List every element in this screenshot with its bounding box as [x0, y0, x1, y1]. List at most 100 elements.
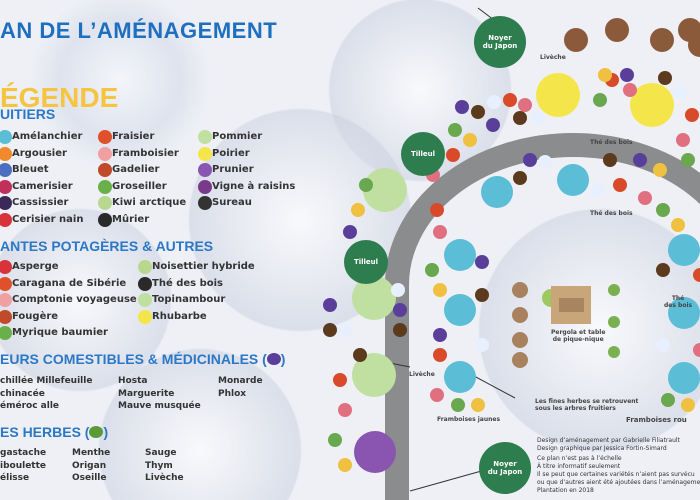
legend-item: élisse	[0, 473, 30, 483]
apple-tree	[352, 276, 396, 320]
small-plant	[451, 398, 465, 412]
small-plant	[658, 71, 672, 85]
potageres-item-icon	[138, 260, 152, 274]
legend-item: iboulette	[0, 460, 47, 471]
small-plant	[338, 323, 352, 337]
label-framboises-rouges: Framboises rou	[626, 416, 687, 424]
small-plant	[328, 433, 342, 447]
fruitiers-item-icon	[0, 163, 12, 177]
small-plant	[433, 225, 447, 239]
small-plant	[591, 183, 605, 197]
small-plant	[487, 95, 501, 109]
pear-tree	[630, 83, 674, 127]
small-plant	[656, 203, 670, 217]
plum-tree	[354, 431, 396, 473]
fruitiers-item-icon	[198, 196, 212, 210]
small-plant	[430, 203, 444, 217]
asparagus	[608, 346, 620, 358]
small-plant	[681, 153, 695, 167]
fruitiers-item-icon	[0, 130, 12, 144]
legend-item: Monarde	[218, 376, 263, 386]
fruitiers-item-icon	[198, 146, 212, 161]
fruitiers-item-icon	[198, 179, 212, 194]
small-plant	[633, 153, 647, 167]
label-pergola: Pergola et table de pique-nique	[551, 329, 606, 343]
legend-item: Groseiller	[112, 180, 167, 192]
fruitiers-item-icon	[0, 212, 12, 227]
small-plant	[359, 178, 373, 192]
asparagus	[608, 316, 620, 328]
small-plant	[518, 98, 532, 112]
legend-item: Caragana de Sibérie	[12, 277, 127, 289]
small-plant	[471, 105, 485, 119]
small-plant	[661, 393, 675, 407]
small-plant	[425, 263, 439, 277]
small-plant	[475, 255, 489, 269]
small-plant	[391, 283, 405, 297]
legend-item: éméroc alle	[0, 401, 60, 411]
tree-tilleul2: Tilleul	[344, 240, 388, 284]
legend-item: Marguerite	[118, 388, 175, 399]
small-plant	[471, 398, 485, 412]
small-plant	[623, 83, 637, 97]
legend-item: Topinambour	[152, 294, 226, 305]
legend-item: Kiwi arctique	[112, 197, 187, 208]
hazelnut-shrub	[564, 28, 588, 52]
amelanchier-shrub	[444, 361, 476, 393]
small-plant	[693, 343, 700, 357]
garden-path	[385, 133, 700, 500]
legend-item: Menthe	[72, 448, 111, 458]
small-plant	[323, 298, 337, 312]
small-plant	[475, 288, 489, 302]
legend-item: Camerisier	[12, 180, 73, 192]
small-plant	[693, 268, 700, 282]
small-plant	[393, 303, 407, 317]
legend-title: ÉGENDE	[0, 82, 119, 113]
legend-item: Fraisier	[112, 131, 155, 142]
label-the-des-bois: Thé des bois	[664, 295, 693, 309]
small-plant	[638, 191, 652, 205]
small-plant	[671, 218, 685, 232]
legend-item: Bleuet	[12, 164, 49, 175]
small-plant	[513, 111, 527, 125]
legend-item: Poirier	[212, 147, 250, 159]
tree-noyer2: Noyer du Japon	[479, 442, 531, 494]
legend-item: Phlox	[218, 388, 247, 399]
fruitiers-item-icon	[0, 196, 12, 210]
legend-item: Cassissier	[12, 197, 69, 208]
small-plant	[676, 133, 690, 147]
small-plant	[531, 111, 545, 125]
legend-item: Gadelier	[112, 164, 160, 175]
small-plant	[343, 225, 357, 239]
small-plant	[323, 323, 337, 337]
legend-item: Comptonie voyageuse	[12, 294, 137, 305]
small-plant	[430, 388, 444, 402]
legend-item: Sauge	[145, 448, 177, 458]
small-plant	[393, 323, 407, 337]
pointer-line	[473, 375, 516, 399]
legend-item: Sureau	[212, 197, 252, 208]
small-plant	[656, 338, 670, 352]
disclaimer: Ce plan n’est pas à l’échelle À titre in…	[537, 455, 700, 494]
label-framboises-jaunes: Framboises jaunes	[437, 416, 501, 423]
potageres-item-icon	[138, 309, 152, 324]
legend-item: Oseille	[72, 473, 107, 483]
page-title: AN DE L’AMÉNAGEMENT	[0, 18, 278, 43]
topinambour	[512, 307, 528, 323]
small-plant	[448, 123, 462, 137]
topinambour	[512, 352, 528, 368]
amelanchier-shrub	[444, 239, 476, 271]
fruitiers-item-icon	[98, 196, 112, 210]
label-liveche: Livèche	[540, 54, 566, 61]
legend-item: Hosta	[118, 376, 148, 386]
fruitiers-item-icon	[198, 130, 212, 144]
small-plant	[538, 155, 552, 169]
fruitiers-item-icon	[198, 163, 212, 177]
section-heading-fruitiers: UITIERS	[0, 106, 56, 122]
legend-item: gastache	[0, 448, 47, 458]
legend-item: Prunier	[212, 164, 254, 175]
tree-tilleul1: Tilleul	[401, 132, 445, 176]
potageres-item-icon	[0, 309, 12, 324]
apple-tree	[352, 353, 396, 397]
